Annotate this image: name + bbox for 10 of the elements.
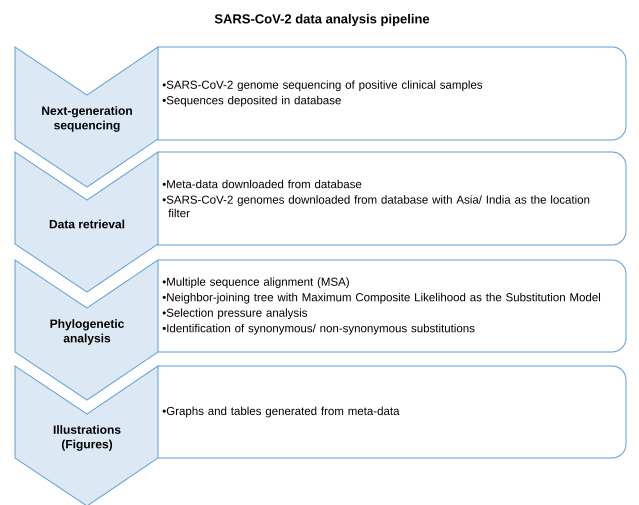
title: SARS-CoV-2 data analysis pipeline [214,14,430,26]
step-box: •Multiple sequence alignment (MSA) •Neighbor-joining tree with Maximum Composite Likelihood as the Substitution Model •Selection pressure analysis •Identification of synonymous/ non-synonymous substitutions [158,260,626,352]
stage-banner: Illustrations (Figures) [14,365,158,505]
step-box: •Meta-data downloaded from database •SARS-CoV-2 genomes downloaded from database with Asia/ India as the location filter [158,152,626,246]
step-box: •SARS-CoV-2 genome sequencing of positive clinical samples •Sequences deposited in database [158,46,626,140]
stage-banner: Next-generation sequencing [14,46,158,188]
stage-banner: Phylogenetic analysis [14,259,158,401]
stage-banner: Data retrieval [14,151,158,293]
step-box: •Graphs and tables generated from meta-data [158,365,626,458]
node-label: Illustrations (Figures) [54,425,121,451]
